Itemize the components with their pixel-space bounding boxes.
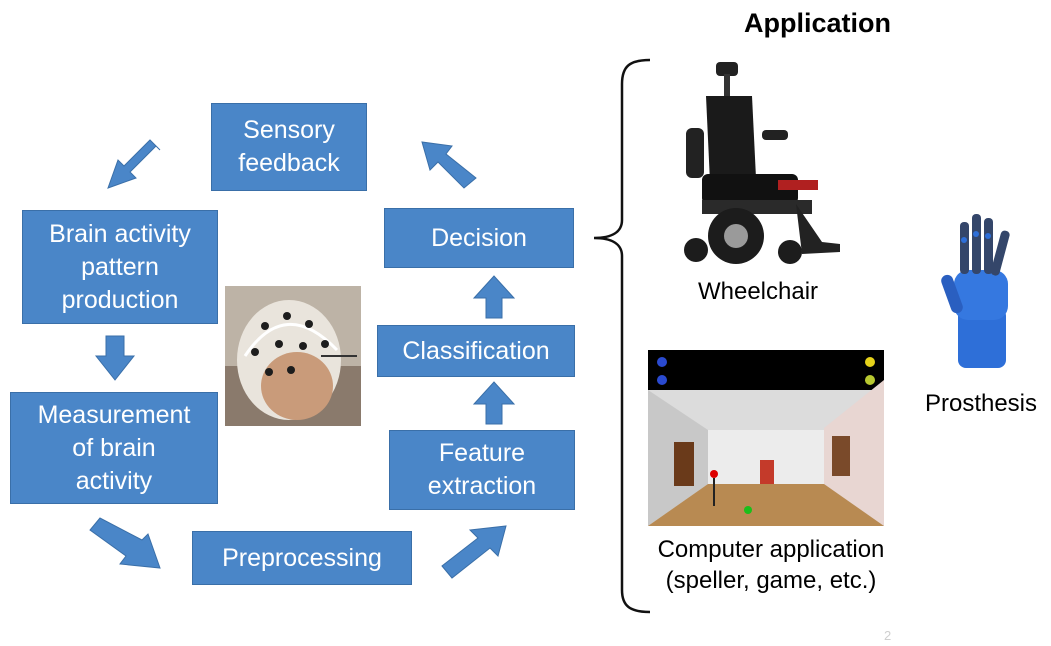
preprocessing-box: Preprocessing [192, 531, 412, 585]
wheelchair-label: Wheelchair [697, 278, 819, 305]
prosthesis-label: Prosthesis [924, 390, 1038, 417]
brain-activity-box: Brain activity pattern production [22, 210, 218, 324]
computer-application-image [648, 350, 884, 526]
arrow-classification-to-decision [472, 275, 516, 319]
arrow-decision-to-feedback [421, 141, 477, 189]
arrow-measurement-to-preprocessing [89, 517, 161, 569]
measurement-box: Measurement of brain activity [10, 392, 218, 504]
sensory-feedback-box: Sensory feedback [211, 103, 367, 191]
eeg-cap-photo [225, 286, 361, 426]
page-number: 2 [884, 628, 892, 643]
prosthesis-image [941, 214, 1010, 368]
decision-box: Decision [384, 208, 574, 268]
classification-box: Classification [377, 325, 575, 377]
application-bracket [593, 58, 651, 614]
arrow-preprocessing-to-feature [441, 525, 507, 579]
wheelchair-image [684, 62, 840, 264]
application-title: Application [744, 8, 891, 38]
arrow-feature-to-classification [472, 381, 516, 425]
feature-extraction-box: Feature extraction [389, 430, 575, 510]
computer-application-label: Computer application (speller, game, etc… [657, 536, 885, 594]
arrow-brain-to-measurement [94, 335, 136, 381]
arrow-feedback-to-brain [107, 139, 161, 189]
